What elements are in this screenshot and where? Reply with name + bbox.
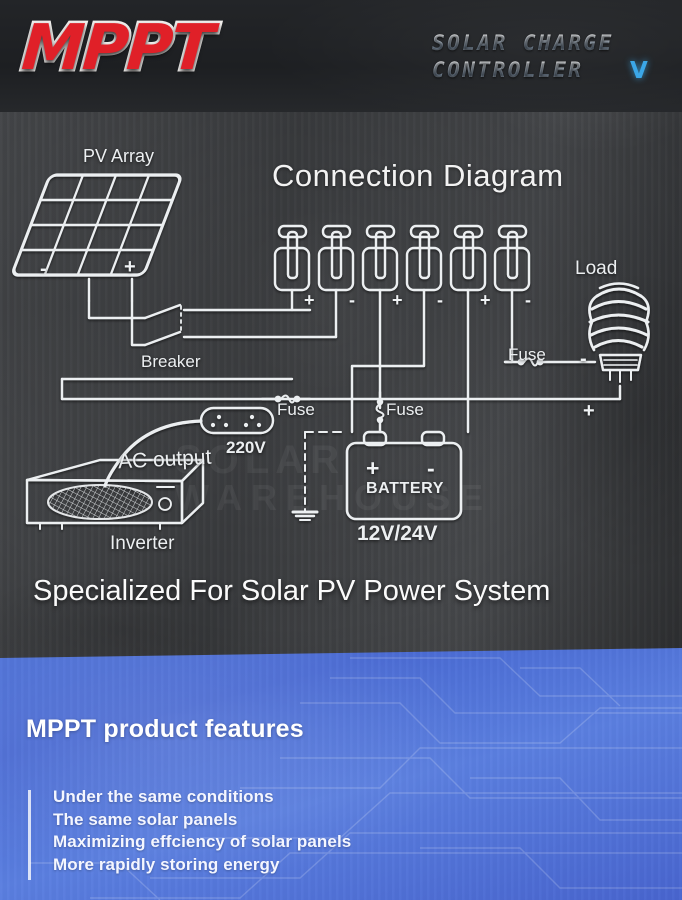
tagline: Specialized For Solar PV Power System [33,575,551,607]
terminal-sign-4: - [437,290,443,310]
terminal-block-3 [361,224,399,292]
features-accent-bar [28,790,31,880]
battery-positive-sign: + [366,455,380,481]
wiring-diagram [12,173,650,530]
feature-item-2: The same solar panels [53,809,238,829]
features-title: MPPT product features [26,715,304,743]
battery-voltage-label: 12V/24V [357,522,438,545]
inverter-label: Inverter [110,533,175,554]
terminal-sign-5: + [480,290,491,310]
pv-array-label: PV Array [83,146,155,166]
pv-negative-sign: - [40,258,47,280]
features-list: Under the same conditions The same solar… [53,786,351,876]
ac-voltage-label: 220V [226,438,266,457]
terminal-block-2 [317,224,355,292]
fuse-left-label: Fuse [277,400,315,419]
terminal-sign-6: - [525,290,531,310]
feature-item-4: More rapidly storing energy [53,854,280,874]
fuse-battery-label: Fuse [386,400,424,419]
terminal-block-4 [405,224,443,292]
pv-array-icon [12,173,182,277]
battery-label: BATTERY [366,480,444,497]
ac-output-label: AC output [117,445,212,474]
ac-outlet-icon [199,406,275,435]
fuse-load-label: Fuse [508,345,546,364]
terminal-sign-1: + [304,290,315,310]
terminal-sign-3: + [392,290,403,310]
breaker-label: Breaker [141,352,201,371]
feature-item-1: Under the same conditions [53,787,274,806]
terminal-sign-2: - [349,290,355,310]
load-label: Load [575,258,618,279]
terminal-block-5 [449,224,487,292]
pv-positive-sign: + [124,256,136,278]
terminal-block-1 [273,224,311,292]
terminal-block-6 [493,224,531,292]
load-negative-sign: - [580,348,587,370]
load-bulb-icon [588,282,650,383]
load-positive-sign: + [583,400,595,422]
battery-negative-sign: - [427,455,435,481]
battery-icon [345,430,463,521]
ground-symbol-icon [291,431,346,521]
feature-item-3: Maximizing effciency of solar panels [53,832,352,851]
breaker-icon [87,299,338,347]
